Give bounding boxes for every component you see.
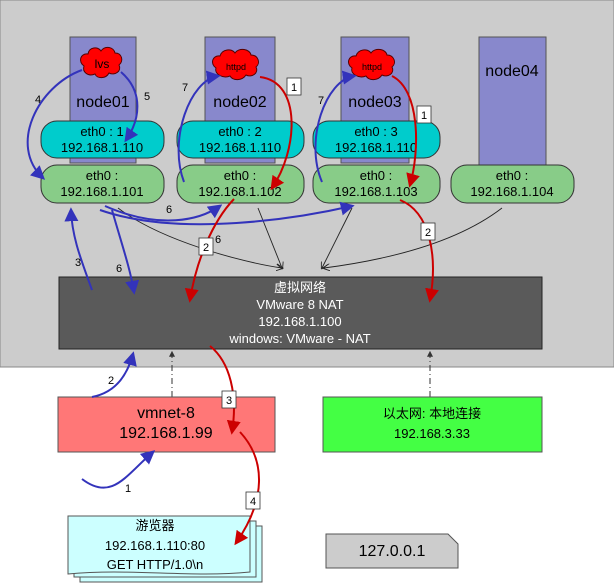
step-label: 6 [166,204,172,216]
step-box: 3 [221,390,237,409]
diagram-text: 192.168.1.103 [334,184,417,199]
step-label: 6 [215,234,221,246]
vip-nic-node01: eth0 : 1 192.168.1.110 [40,120,165,159]
diagram-text: 虚拟网络 [274,280,326,295]
virtual-network: 虚拟网络 VMware 8 NAT 192.168.1.100 windows:… [58,276,543,350]
diagram-text: 192.168.1.104 [470,184,553,199]
ethernet-adapter: 以太网: 本地连接 192.168.3.33 [322,396,543,453]
diagram-text: 192.168.1.110 [335,140,417,155]
step-label: 1 [125,483,131,495]
real-nic-node01: eth0 : 192.168.1.101 [40,164,165,204]
httpd-cloud-icon-node02: httpd [212,48,259,81]
step-box: 1 [286,77,302,96]
diagram-text: 192.168.1.100 [258,314,341,329]
diagram-text: 1 [291,82,297,94]
diagram-text: eth0 : [496,168,529,183]
diagram-text: eth0 : 1 [80,124,123,139]
diagram-text: eth0 : 3 [354,124,397,139]
diagram-text: windows: VMware - NAT [228,331,370,346]
loopback-box: 127.0.0.1 [325,533,459,569]
diagram-text: 192.168.1.99 [119,425,213,442]
step-label: 4 [35,94,41,106]
diagram-text: eth0 : 2 [218,124,261,139]
step-box: 2 [198,237,214,256]
browser-documents: 游览器 192.168.1.110:80 GET HTTP/1.0\n [67,515,263,583]
diagram-text: 游览器 [135,518,174,533]
real-nic-node03: eth0 : 192.168.1.103 [312,164,441,204]
vip-nic-node03: eth0 : 3 192.168.1.110 [312,120,441,159]
diagram-text: 3 [226,395,232,407]
diagram-text: 192.168.3.33 [394,426,470,441]
step-label: 7 [318,95,324,107]
step-label: 5 [144,91,150,103]
diagram-text: eth0 : [360,168,393,183]
diagram-text: 192.168.1.110 [199,140,281,155]
node-label: node01 [76,94,129,111]
cloud-label: httpd [362,62,382,72]
diagram-text: 192.168.1.110:80 [105,538,205,553]
real-nic-node04: eth0 : 192.168.1.104 [450,164,575,204]
step-label: 2 [108,375,114,387]
step-box: 2 [420,222,436,241]
diagram-text: 2 [425,227,431,239]
diagram-text: 192.168.1.102 [198,184,281,199]
diagram-text: 2 [203,242,209,254]
diagram-text: 1 [421,110,427,122]
step-box: 1 [416,105,432,124]
node-label: node03 [348,94,401,111]
blue-flow-arrows [26,69,357,489]
vip-nic-node02: eth0 : 2 192.168.1.110 [176,120,305,159]
diagram-text: 以太网: 本地连接 [383,406,481,421]
diagram-text: 192.168.1.101 [60,184,143,199]
cloud-label: httpd [226,62,246,72]
diagram-text: eth0 : [224,168,257,183]
cloud-label: lvs [95,57,110,71]
diagram-text: vmnet-8 [137,405,195,422]
diagram-text: eth0 : [86,168,119,183]
diagram-text: VMware 8 NAT [256,297,343,312]
httpd-cloud-icon-node03: httpd [348,48,395,81]
step-label: 3 [75,257,81,269]
diagram-text: 127.0.0.1 [359,543,426,560]
diagram-text: GET HTTP/1.0\n [107,557,204,572]
dashdot-links [169,350,433,397]
node-node04: node04 [478,36,547,168]
real-nic-node02: eth0 : 192.168.1.102 [176,164,305,204]
step-label: 6 [116,263,122,275]
node-label: node04 [485,63,538,80]
diagram-text: 4 [250,496,256,508]
diagram-text: 192.168.1.110 [61,140,143,155]
lvs-cloud-icon: lvs [80,46,123,79]
node-label: node02 [213,94,266,111]
step-box: 4 [245,491,261,510]
step-label: 7 [182,82,188,94]
vmnet-8-adapter: vmnet-8 192.168.1.99 [57,396,276,453]
